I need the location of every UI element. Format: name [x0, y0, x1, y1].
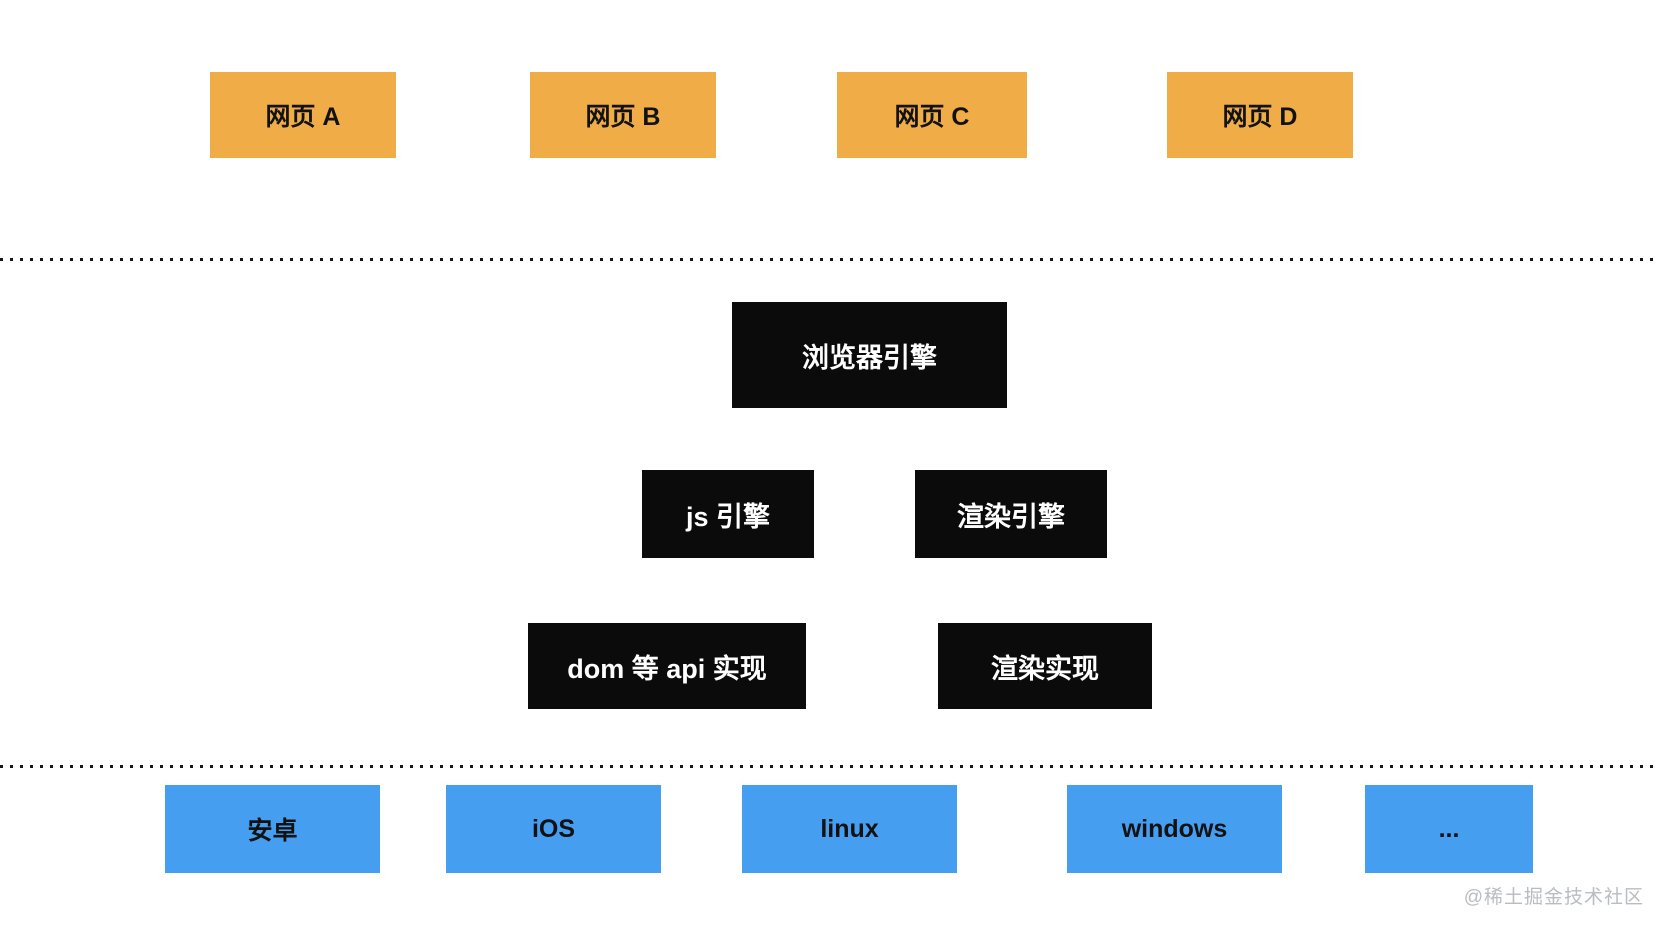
- platform-windows-box: windows: [1067, 785, 1282, 873]
- web-page-d-box: 网页 D: [1167, 72, 1353, 158]
- dom-api-implementation-box: dom 等 api 实现: [528, 623, 806, 709]
- lower-boundary-dotted-divider: [0, 765, 1656, 768]
- platform-more-box: ...: [1365, 785, 1533, 873]
- render-implementation-box: 渲染实现: [938, 623, 1152, 709]
- web-page-b-box: 网页 B: [530, 72, 716, 158]
- platform-linux-box: linux: [742, 785, 957, 873]
- platform-android-box: 安卓: [165, 785, 380, 873]
- web-page-a-box: 网页 A: [210, 72, 396, 158]
- js-engine-box: js 引擎: [642, 470, 814, 558]
- upper-boundary-dotted-divider: [0, 258, 1656, 261]
- web-page-c-box: 网页 C: [837, 72, 1027, 158]
- browser-engine-box: 浏览器引擎: [732, 302, 1007, 408]
- render-engine-box: 渲染引擎: [915, 470, 1107, 558]
- platform-ios-box: iOS: [446, 785, 661, 873]
- juejin-watermark: @稀土掘金技术社区: [1463, 887, 1644, 908]
